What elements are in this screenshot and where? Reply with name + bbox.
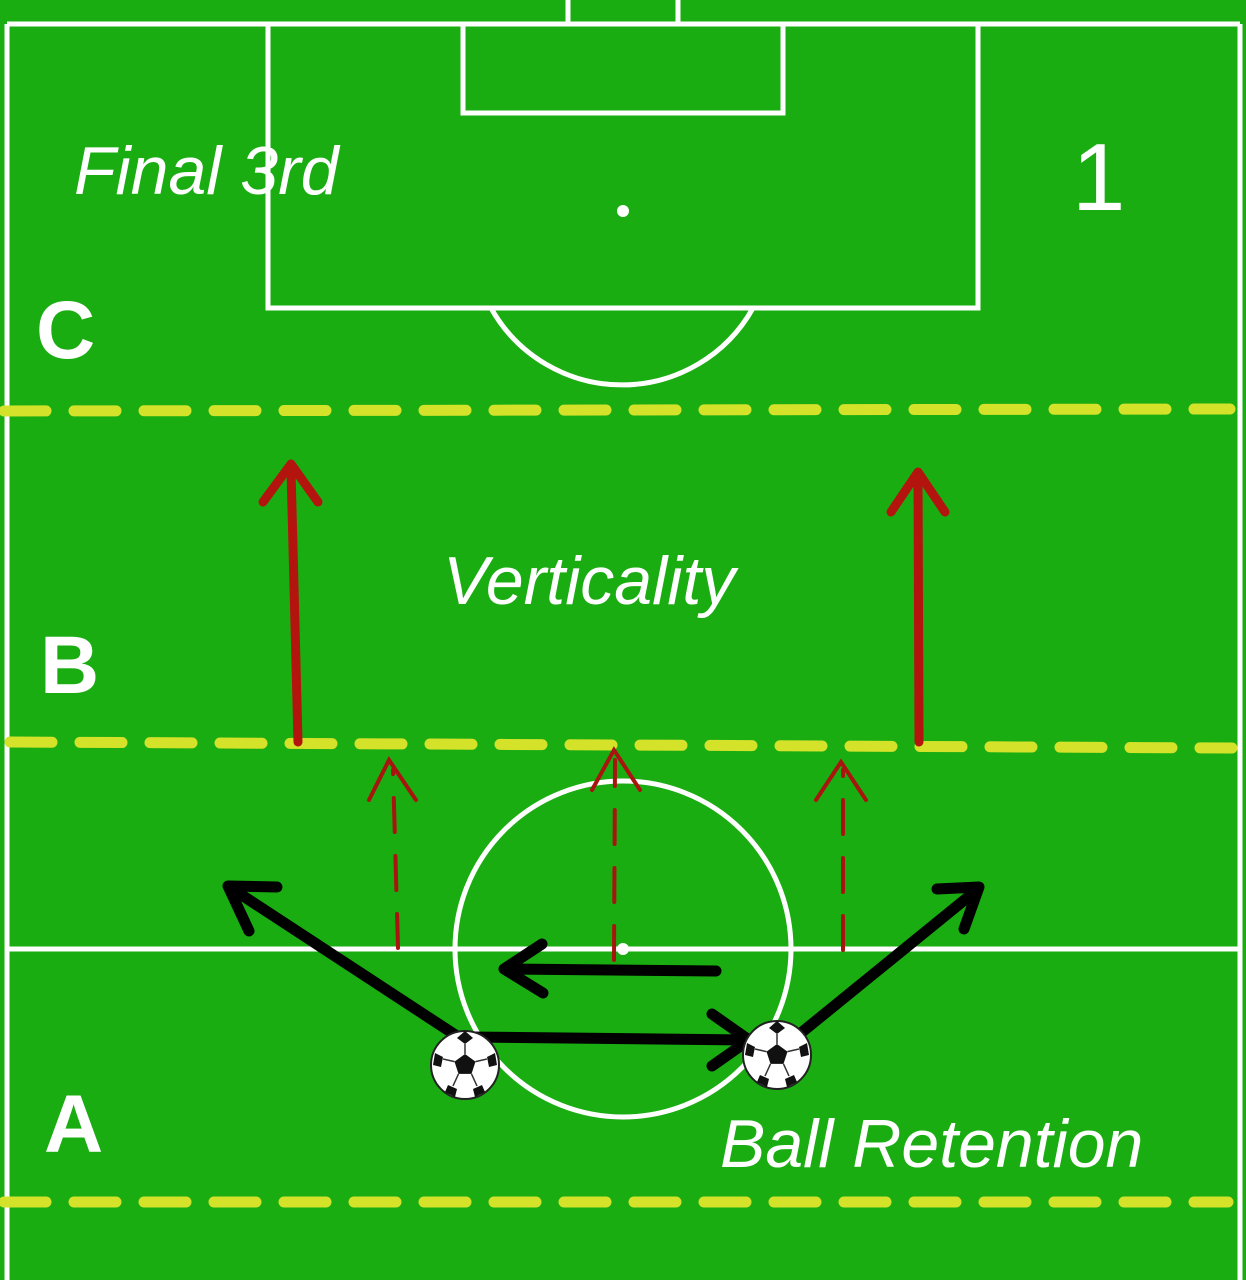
pass-arrowhead-up-right bbox=[931, 881, 985, 935]
six-yard-box bbox=[460, 21, 786, 116]
support-run-centre-head bbox=[590, 746, 642, 792]
centre-circle bbox=[452, 778, 794, 1120]
penalty-spot bbox=[617, 205, 629, 217]
zone-a-label: A bbox=[44, 1079, 103, 1170]
verticality-label: Verticality bbox=[443, 543, 739, 619]
pitch-markings bbox=[4, 0, 1243, 1280]
pass-arrowhead-back-left bbox=[498, 938, 549, 999]
soccer-ball-icon bbox=[430, 1030, 500, 1100]
zone-c-label: C bbox=[36, 285, 95, 376]
zone-boundaries bbox=[0, 403, 1238, 1208]
vertical-runs bbox=[258, 459, 950, 747]
pass-arrow-across-right bbox=[464, 1031, 754, 1046]
pass-arrowhead-up-left bbox=[222, 880, 283, 937]
support-run-left bbox=[391, 768, 400, 950]
run-arrowhead-left bbox=[258, 459, 323, 507]
support-run-left-head bbox=[367, 756, 418, 802]
final-third-label: Final 3rd bbox=[74, 133, 341, 209]
pass-arrow-up-right bbox=[774, 883, 984, 1056]
soccer-ball-icon bbox=[742, 1020, 812, 1090]
pass-arrow-up-left bbox=[228, 884, 469, 1046]
passing-arrows bbox=[222, 880, 985, 1072]
run-arrow-right bbox=[913, 470, 924, 747]
zone-line-b-a bbox=[4, 736, 1238, 754]
zone-line-c-b bbox=[0, 403, 1236, 417]
support-runs bbox=[367, 746, 868, 962]
diagram-number: 1 bbox=[1072, 124, 1125, 231]
penalty-arc bbox=[488, 306, 756, 388]
centre-spot bbox=[617, 943, 629, 955]
goal-outline bbox=[565, 0, 681, 24]
run-arrow-left bbox=[286, 465, 303, 747]
zone-b-label: B bbox=[40, 620, 99, 711]
support-run-right-head bbox=[814, 758, 868, 802]
ball-retention-label: Ball Retention bbox=[720, 1106, 1143, 1182]
pass-arrow-back-left bbox=[500, 963, 722, 977]
support-run-centre bbox=[612, 758, 617, 962]
run-arrowhead-right bbox=[886, 467, 950, 517]
